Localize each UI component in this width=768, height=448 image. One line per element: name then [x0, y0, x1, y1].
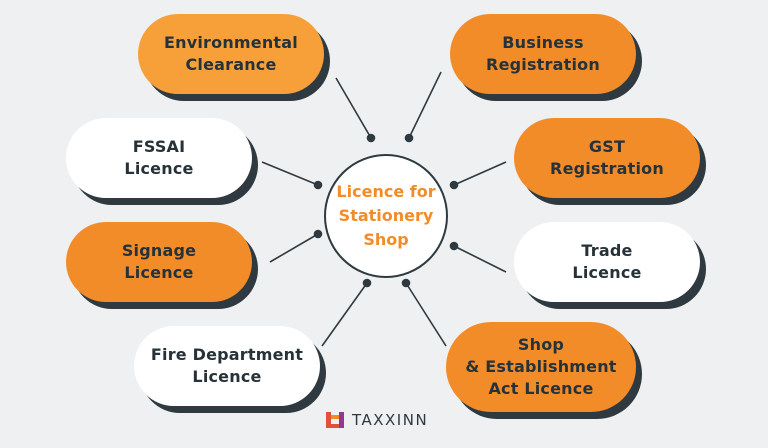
- connector-gst: [453, 161, 507, 186]
- node-signage-licence: Signage Licence: [66, 222, 252, 302]
- node-gst-registration: GST Registration: [514, 118, 700, 198]
- brand-name: TAXXINN: [352, 411, 429, 429]
- connector-business: [408, 71, 442, 139]
- brand-logo: TAXXINN: [326, 410, 428, 430]
- node-fire-department-licence: Fire Department Licence: [134, 326, 320, 406]
- connector-signage: [269, 233, 319, 263]
- connector-fire: [321, 282, 368, 347]
- center-node: Licence for Stationery Shop: [324, 154, 448, 278]
- connector-shop: [405, 282, 447, 347]
- taxxinn-logo-icon: [326, 412, 344, 428]
- node-fssai-licence: FSSAI Licence: [66, 118, 252, 198]
- node-shop-establishment-act-licence: Shop & Establishment Act Licence: [446, 322, 636, 412]
- node-environmental-clearance: Environmental Clearance: [138, 14, 324, 94]
- connector-environmental: [335, 77, 372, 139]
- connector-fssai: [261, 161, 319, 186]
- node-business-registration: Business Registration: [450, 14, 636, 94]
- connector-trade: [453, 245, 507, 273]
- node-trade-licence: Trade Licence: [514, 222, 700, 302]
